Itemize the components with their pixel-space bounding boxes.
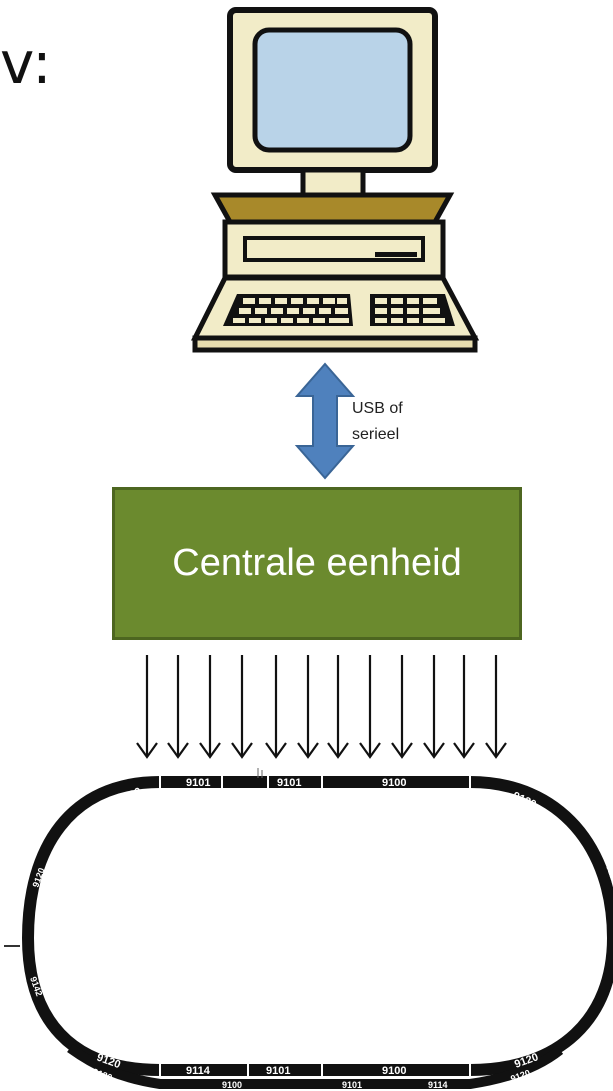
link-label: USB of serieel xyxy=(352,396,403,448)
track-label-right-1: 9142 xyxy=(604,986,613,1008)
track-label-bottom-3: 9100 xyxy=(382,1065,406,1077)
down-arrow-icon xyxy=(136,655,158,759)
heading-fragment: v: xyxy=(0,29,53,97)
down-arrow-icon xyxy=(265,655,287,759)
down-arrow-icon xyxy=(199,655,221,759)
bidirectional-arrow-icon xyxy=(294,362,356,480)
down-arrow-icon xyxy=(359,655,381,759)
down-arrow-icon xyxy=(231,655,253,759)
link-label-line2: serieel xyxy=(352,426,400,443)
link-label-line1: USB of xyxy=(352,400,403,417)
track-label-top-2: 9101 xyxy=(277,777,301,789)
track-label-outer-1: 9100 xyxy=(222,1080,242,1090)
computer-icon xyxy=(190,7,480,353)
central-unit-label: Centrale eenheid xyxy=(172,542,462,584)
track-label-right-0: 9120 xyxy=(604,863,613,885)
feed-arrows xyxy=(136,655,507,759)
down-arrow-icon xyxy=(167,655,189,759)
track-label-top-1: 9101 xyxy=(186,777,210,789)
down-arrow-icon xyxy=(391,655,413,759)
track-label-bottom-1: 9114 xyxy=(186,1065,211,1077)
central-unit-box: Centrale eenheid xyxy=(112,487,522,640)
down-arrow-icon xyxy=(297,655,319,759)
down-arrow-icon xyxy=(453,655,475,759)
down-arrow-icon xyxy=(485,655,507,759)
track-label-bottom-2: 9101 xyxy=(266,1065,290,1077)
track-layout: 9120 9101 9101 9100 9120 9120 9142 9120 … xyxy=(4,768,613,1090)
down-arrow-icon xyxy=(423,655,445,759)
track-label-top-3: 9100 xyxy=(382,777,406,789)
track-label-outer-2: 9101 xyxy=(342,1080,362,1090)
down-arrow-icon xyxy=(327,655,349,759)
track-label-outer-3: 9114 xyxy=(428,1080,448,1090)
